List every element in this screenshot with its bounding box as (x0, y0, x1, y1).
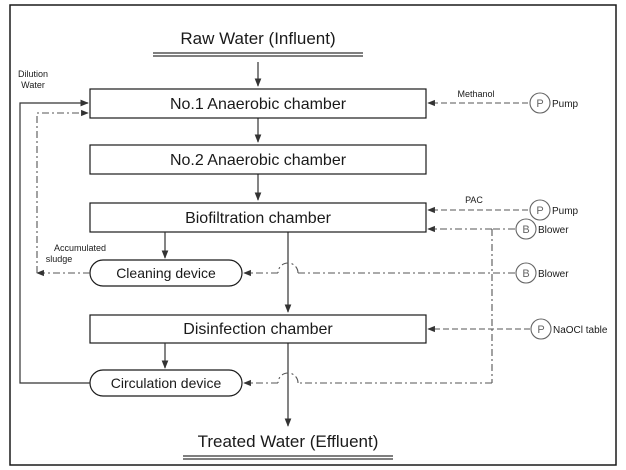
dilution-label-1: Dilution (18, 69, 48, 79)
effluent-title: Treated Water (Effluent) (198, 432, 379, 451)
cleaning-device-label: Cleaning device (116, 265, 216, 281)
blower-icon-1 (515, 218, 537, 240)
pump-label-methanol: Pump (552, 99, 579, 110)
blower2-crossover (277, 262, 299, 274)
disinfection-chamber-label: Disinfection chamber (183, 321, 333, 338)
pump-icon-naocl (530, 318, 552, 340)
dilution-label-2: Water (21, 80, 45, 90)
accumulated-label-2: sludge (46, 254, 73, 264)
blower-label-1: Blower (538, 225, 569, 236)
outer-frame (9, 4, 617, 466)
biofiltration-chamber-label: Biofiltration chamber (185, 210, 332, 227)
no1-anaerobic-chamber-label: No.1 Anaerobic chamber (170, 96, 347, 113)
pac-label: PAC (465, 195, 483, 205)
pump-icon-pac-letter: P (536, 205, 543, 217)
no2-anaerobic-chamber (89, 144, 427, 175)
blower1-circulation-crossover (277, 372, 299, 384)
pump-icon-methanol-letter: P (536, 98, 543, 110)
circulation-return-line (19, 99, 90, 384)
disinfection-chamber (89, 314, 427, 344)
blower-icon-1-letter: B (522, 224, 529, 236)
methanol-label: Methanol (457, 89, 494, 99)
pump-icon-pac (529, 199, 551, 221)
accumulated-label-1: Accumulated (54, 243, 106, 253)
no2-anaerobic-chamber-label: No.2 Anaerobic chamber (170, 152, 347, 169)
blower-label-2: Blower (538, 269, 569, 280)
no1-anaerobic-chamber (89, 88, 427, 119)
blower-icon-2 (515, 262, 537, 284)
pump-icon-naocl-letter: P (537, 324, 544, 336)
biofiltration-chamber (89, 202, 427, 233)
influent-title: Raw Water (Influent) (180, 29, 335, 48)
circulation-device-label: Circulation device (111, 375, 222, 391)
pump-icon-methanol (529, 92, 551, 114)
sludge-return-line (36, 109, 89, 273)
pump-label-pac: Pump (552, 206, 579, 217)
blower-icon-2-letter: B (522, 268, 529, 280)
naocl-table-label: NaOCl table (553, 325, 608, 336)
